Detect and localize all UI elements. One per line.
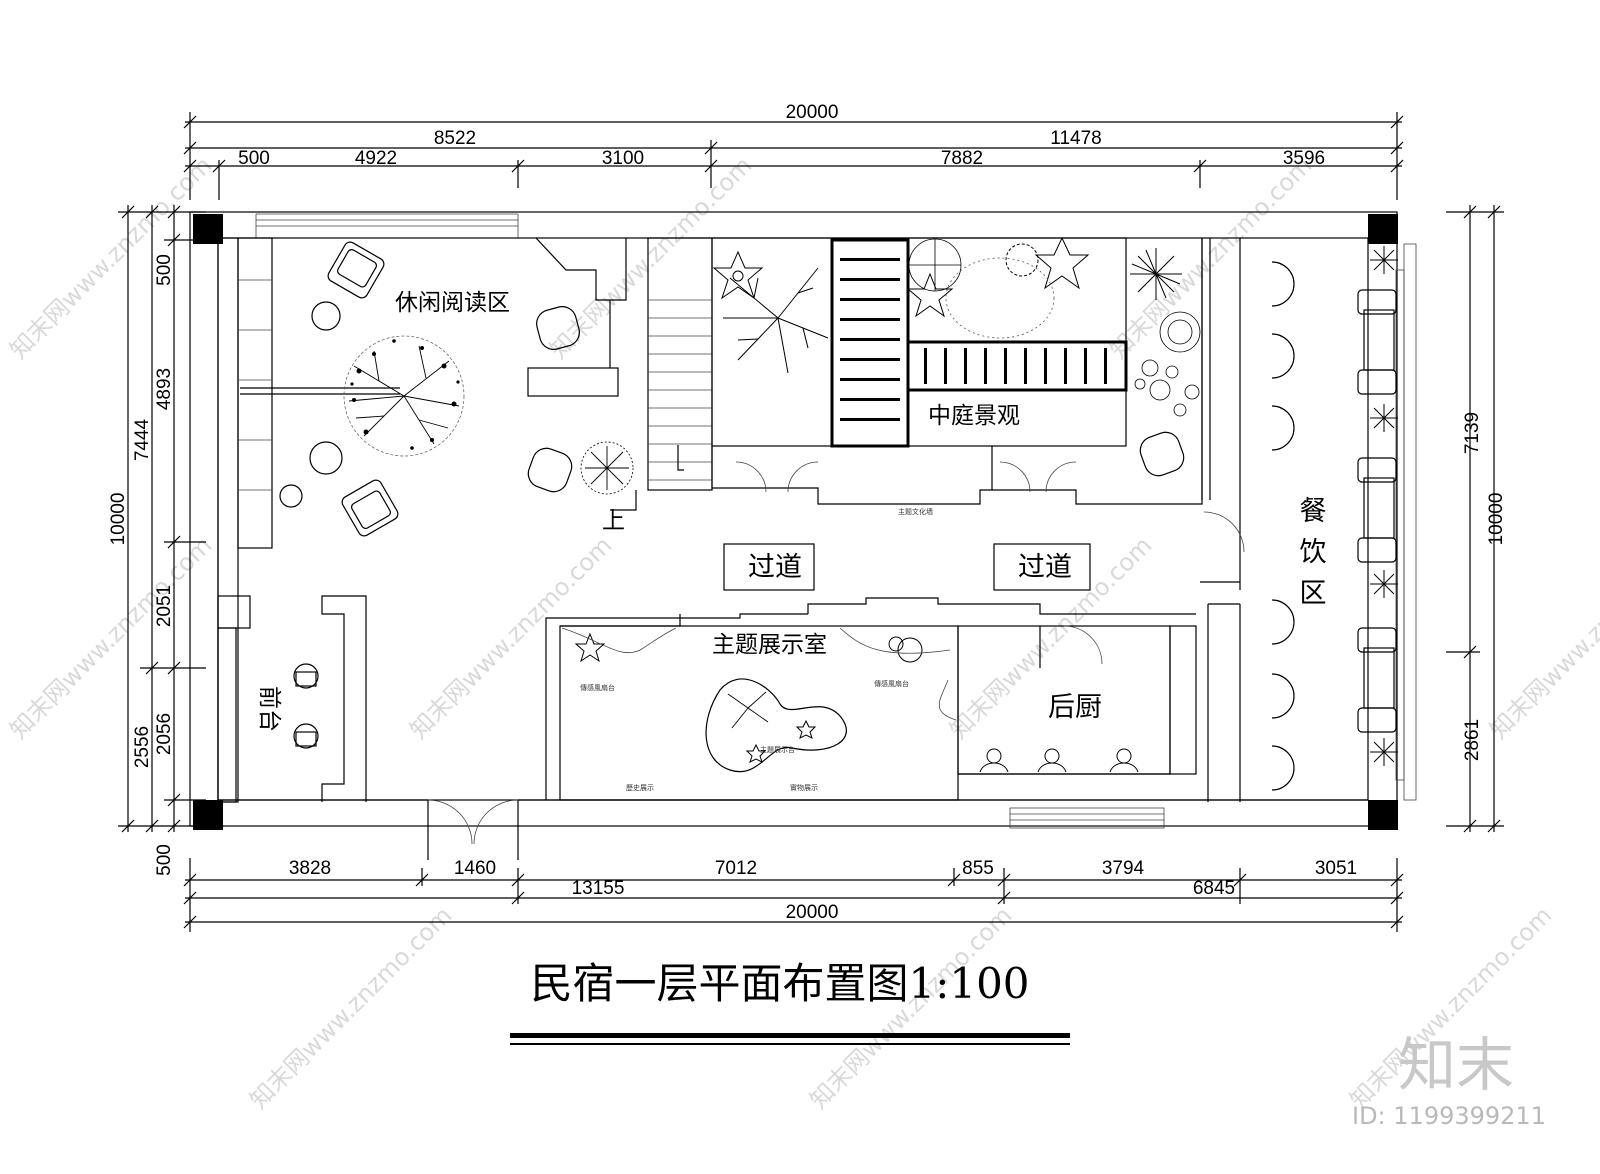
dim-top-right: 11478: [1050, 128, 1101, 149]
watermark-text: 知末网www.znzmo.com: [244, 901, 457, 1114]
label-corridor-2: 过道: [1018, 552, 1072, 583]
svg-text:歷史展示: 歷史展示: [626, 783, 654, 792]
shrub-icon: [906, 272, 954, 318]
label-stair-up: 上: [602, 508, 625, 534]
dim-left-seg-1: 500: [154, 254, 175, 286]
watermark-text: 知末网www.znzmo.com: [1104, 151, 1317, 364]
dim-bottom-total: 20000: [786, 902, 839, 923]
dim-left-seg-3: 2051: [154, 585, 175, 627]
svg-text:主题文化墙: 主题文化墙: [898, 507, 933, 516]
shrub-icon: [712, 250, 764, 300]
shrub-icon: [908, 238, 962, 292]
dim-top-seg-5: 3596: [1283, 148, 1325, 169]
dim-top-total: 20000: [786, 102, 839, 123]
dimension-lines: [118, 112, 1504, 932]
image-id-watermark: ID: 1199399211: [1352, 1102, 1546, 1130]
shrub-icon: [888, 636, 923, 663]
palm-icon: [1130, 248, 1182, 300]
column-bottom-left: [193, 800, 223, 830]
svg-text:傳感風扇台: 傳感風扇台: [580, 683, 615, 692]
potted-plant-icon: [1370, 246, 1398, 766]
kitchen: [957, 625, 1197, 775]
ground-cover: [945, 257, 1055, 339]
dim-left-total: 10000: [108, 493, 129, 546]
label-kitchen: 后厨: [1048, 692, 1102, 723]
window-top: [255, 213, 519, 238]
shrub-icon: [1005, 236, 1090, 290]
shrub-icon: [745, 743, 767, 763]
dim-top-seg-3: 3100: [602, 148, 644, 169]
dim-bottom-seg-2: 1460: [454, 858, 496, 879]
watermark-text: 知末网www.znzmo.com: [1484, 531, 1600, 744]
dim-top-left: 8522: [434, 128, 476, 149]
shrub-icon: [795, 719, 817, 739]
column-top-right: [1368, 214, 1398, 244]
outer-walls: [189, 211, 1398, 830]
shrub-icon: [574, 632, 606, 663]
dim-bottom-seg-5: 3794: [1102, 858, 1145, 879]
dim-left-lower: 2556: [132, 726, 153, 768]
watermark-text: 知末网www.znzmo.com: [4, 531, 217, 744]
person-icon: [979, 748, 1139, 773]
dim-top-seg-1: 500: [238, 148, 270, 169]
plant-icon: [580, 441, 634, 495]
dim-top-seg-2: 4922: [355, 148, 397, 169]
watermark-text: 知末网www.znzmo.com: [404, 531, 617, 744]
dim-top-seg-4: 7882: [941, 148, 983, 169]
dim-right-upper: 7139: [1462, 412, 1483, 454]
dim-left-seg-5: 500: [154, 844, 175, 876]
dining-chairs: [1357, 289, 1397, 733]
armchair: [536, 306, 580, 350]
dim-bottom-mid-right: 6845: [1193, 878, 1235, 899]
svg-text:實物展示: 實物展示: [790, 783, 818, 792]
dim-right-lower: 2861: [1462, 719, 1483, 761]
dim-bottom-seg-4: 855: [962, 858, 994, 879]
column-bottom-right: [1368, 800, 1398, 830]
dim-left-seg-4: 2056: [154, 713, 175, 755]
dim-left-upper: 7444: [132, 418, 153, 461]
svg-text:主題展示台: 主題展示台: [760, 745, 795, 754]
armchair: [327, 241, 385, 299]
watermark-text: 知末网www.znzmo.com: [4, 151, 217, 364]
label-dining: 餐饮区: [1295, 496, 1327, 619]
pebbles: [1134, 311, 1201, 417]
dim-bottom-seg-1: 3828: [289, 858, 331, 879]
corridor: [723, 543, 1091, 591]
dim-bottom-seg-3: 7012: [715, 858, 757, 879]
room-labels: 休闲阅读区 中庭景观 过道 过道 主题展示室 后厨 上 前台 餐饮区: [256, 290, 1326, 732]
tree-icon: [343, 335, 465, 457]
label-courtyard: 中庭景观: [928, 403, 1020, 429]
label-corridor-1: 过道: [748, 552, 802, 583]
entrance-door: [218, 799, 1368, 860]
watermark-text: 知末网www.znzmo.com: [544, 151, 757, 364]
brand-watermark: 知末: [1398, 1031, 1515, 1099]
label-exhibition: 主题展示室: [712, 632, 827, 658]
bar-stool: [1271, 261, 1295, 791]
window-bottom: [1009, 807, 1165, 829]
palm-icon: [723, 267, 829, 374]
drawing-title: 民宿一层平面布置图1:100: [530, 959, 1030, 1008]
armchair: [341, 479, 399, 537]
dim-right-total: 10000: [1486, 493, 1507, 546]
courtyard: 主题文化墙: [711, 236, 1203, 516]
reception: [217, 595, 367, 803]
title-underline: [510, 1033, 1070, 1045]
dimension-labels: 20000 8522 11478 500 4922 3100 7882 3596…: [108, 102, 1507, 923]
dim-left-seg-2: 4893: [154, 368, 175, 410]
armchair: [527, 447, 573, 493]
dim-bottom-seg-6: 3051: [1315, 858, 1357, 879]
dining-area: [1200, 238, 1417, 802]
armchair: [1139, 431, 1185, 477]
exhibition-room: 傳感風扇台 傳感風扇台 主題展示台 歷史展示 實物展示: [545, 597, 1196, 801]
label-reception: 前台: [256, 686, 282, 732]
chair: [293, 663, 319, 749]
label-reading-area: 休闲阅读区: [395, 290, 510, 316]
svg-text:傳感風扇台: 傳感風扇台: [874, 679, 909, 688]
dim-bottom-mid-left: 13155: [572, 878, 625, 899]
